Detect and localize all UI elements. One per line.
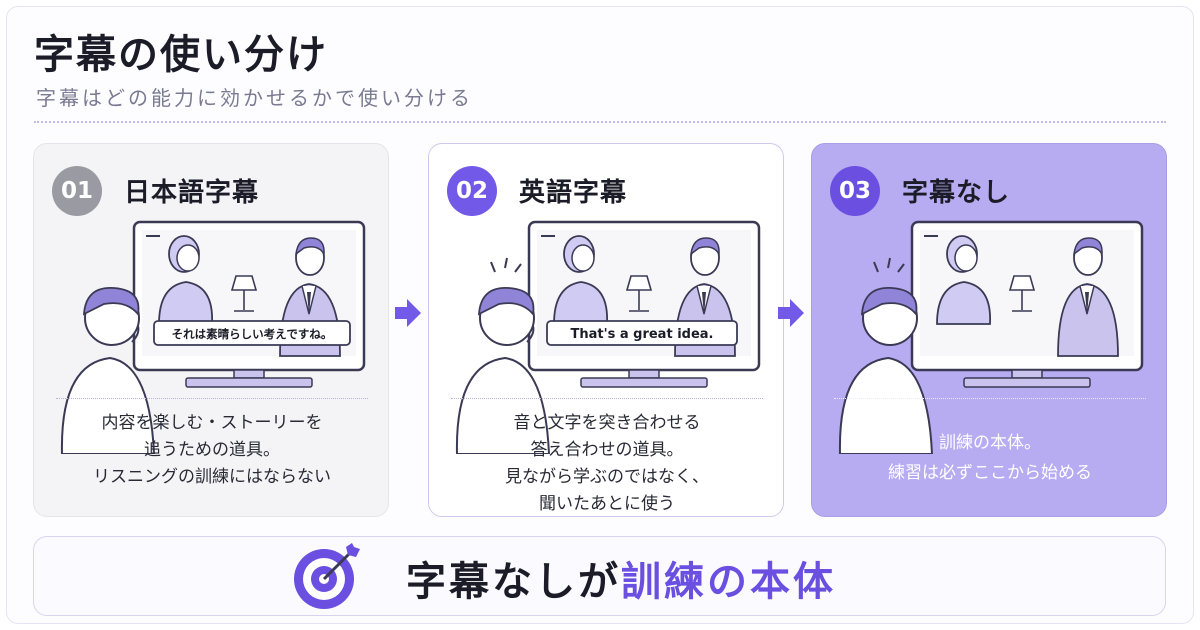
card-description: 音と文字を突き合わせる 答え合わせの道具。 見ながら学ぶのではなく、 聞いたあと… xyxy=(505,413,709,514)
subtitle-caption: That's a great idea. xyxy=(571,327,714,342)
card-title: 日本語字幕 xyxy=(124,178,260,208)
card-divider xyxy=(834,398,1146,399)
card-description: 内容を楽しむ・ストーリーを 追うための道具。 リスニングの訓練にはならない xyxy=(93,413,331,487)
conclusion-banner: 字幕なしが訓練の本体 xyxy=(33,536,1166,616)
arrow-right-icon xyxy=(395,299,421,327)
card-english-subtitles: 02 英語字幕 That's a great idea. 音と文字を突き合わせる… xyxy=(428,143,784,517)
step-badge: 02 xyxy=(447,166,497,216)
step-badge: 01 xyxy=(52,166,102,216)
conclusion-text: 字幕なしが訓練の本体 xyxy=(406,559,836,605)
card-no-subtitles: 03 字幕なし 訓練の本体。 練習は必ずここから始める xyxy=(811,143,1167,517)
page-subtitle: 字幕はどの能力に効かせるかで使い分ける xyxy=(36,86,473,110)
subtitle-caption: それは素晴らしい考えですね。 xyxy=(172,327,333,341)
step-badge: 03 xyxy=(830,166,880,216)
arrow-right-icon xyxy=(778,299,804,327)
tv-viewer-illustration xyxy=(838,220,1144,454)
card-title: 字幕なし xyxy=(902,178,1011,208)
card-description: 訓練の本体。 練習は必ずここから始める xyxy=(888,433,1092,483)
card-title: 英語字幕 xyxy=(519,178,628,208)
tv-viewer-illustration: That's a great idea. xyxy=(455,220,761,454)
header-divider xyxy=(34,121,1166,123)
target-icon xyxy=(294,543,360,609)
page-title: 字幕の使い分け xyxy=(34,32,328,78)
card-divider xyxy=(451,398,763,399)
card-japanese-subtitles: 01 日本語字幕 それは素晴らしい考えですね。 内容を楽しむ・ストーリーを 追う… xyxy=(33,143,389,517)
tv-viewer-illustration: それは素晴らしい考えですね。 xyxy=(60,220,366,454)
card-divider xyxy=(56,398,368,399)
